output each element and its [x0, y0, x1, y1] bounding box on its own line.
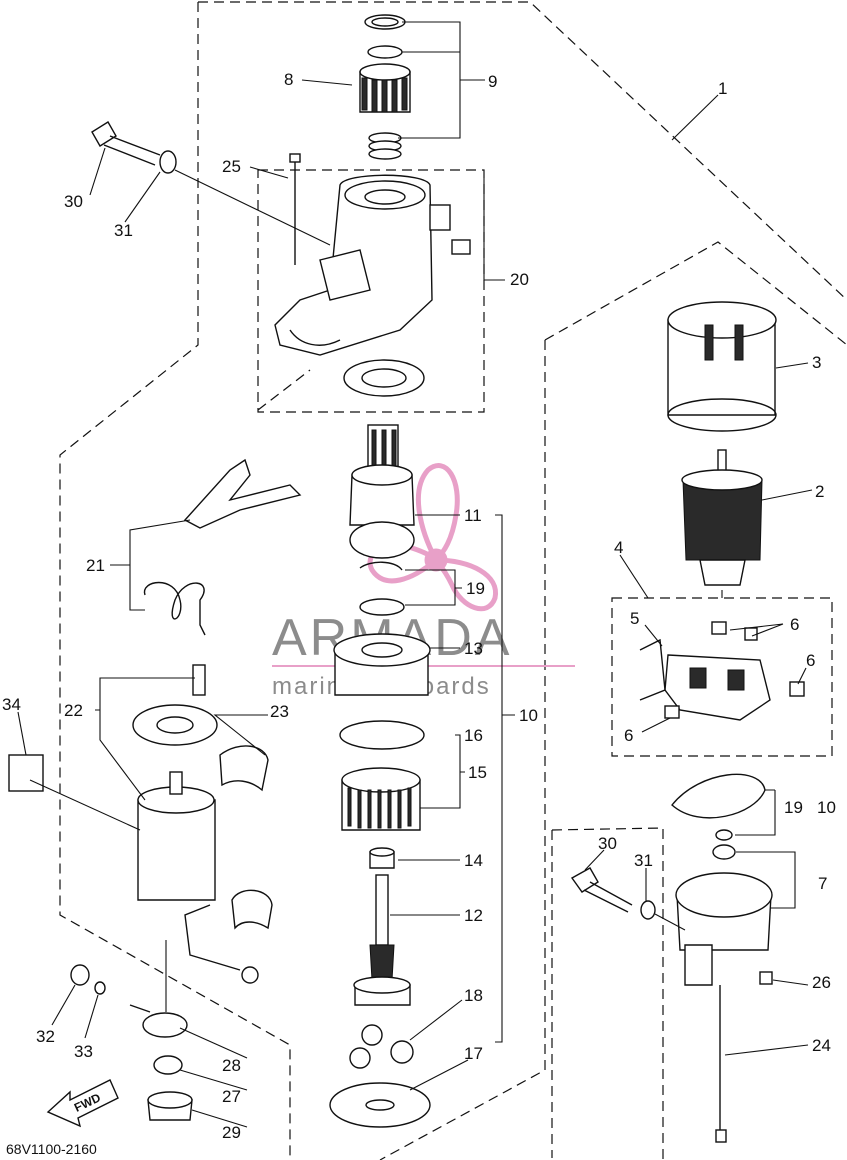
brush-holder-assembly [639, 621, 805, 721]
callout-30b: 30 [598, 834, 617, 853]
callout-numbers: 1 2 3 4 5 6 6 6 7 8 9 10 19 10 11 12 13 … [2, 70, 836, 1142]
callout-32: 32 [36, 1027, 55, 1046]
callout-31b: 31 [634, 851, 653, 870]
callout-21: 21 [86, 556, 105, 575]
callout-12: 12 [464, 906, 483, 925]
callout-14: 14 [464, 851, 483, 870]
assembly-boundaries [59, 1, 847, 1160]
callout-31a: 31 [114, 221, 133, 240]
callout-2: 2 [815, 482, 824, 501]
callout-19b: 19 [784, 798, 803, 817]
callout-26: 26 [812, 973, 831, 992]
pinion-group [359, 14, 411, 160]
callout-28: 28 [222, 1056, 241, 1075]
callout-10a: 10 [519, 706, 538, 725]
callout-6b: 6 [806, 651, 815, 670]
callout-17: 17 [464, 1044, 483, 1063]
lower-left-small-parts [70, 940, 193, 1121]
callout-33: 33 [74, 1042, 93, 1061]
callout-27: 27 [222, 1087, 241, 1106]
rear-cover-group [570, 773, 773, 1143]
callout-18: 18 [464, 986, 483, 1005]
callout-23: 23 [270, 702, 289, 721]
callout-30a: 30 [64, 192, 83, 211]
callout-34: 34 [2, 695, 21, 714]
bolt-30-upper [91, 121, 331, 246]
fwd-arrow: FWD [46, 1079, 119, 1128]
callout-8: 8 [284, 70, 293, 89]
callout-13: 13 [464, 639, 483, 658]
callout-22: 22 [64, 701, 83, 720]
callout-1: 1 [718, 79, 727, 98]
callout-24: 24 [812, 1036, 831, 1055]
callout-10b: 10 [817, 798, 836, 817]
drive-assembly [329, 424, 431, 1128]
callout-6c: 6 [624, 726, 633, 745]
yoke-and-armature [667, 301, 777, 586]
callout-25: 25 [222, 157, 241, 176]
front-cover-housing [274, 153, 471, 397]
callout-6a: 6 [790, 615, 799, 634]
diagram-code: 68V1100-2160 [6, 1141, 97, 1157]
callout-5: 5 [630, 609, 639, 628]
callout-3: 3 [812, 353, 821, 372]
lever-and-motor-group [8, 458, 302, 984]
callout-11: 11 [464, 506, 482, 525]
callout-9: 9 [488, 72, 497, 91]
callout-20: 20 [510, 270, 529, 289]
callout-4: 4 [614, 538, 623, 557]
callout-16: 16 [464, 726, 483, 745]
callout-29: 29 [222, 1123, 241, 1142]
callout-15: 15 [468, 763, 487, 782]
callout-19a: 19 [466, 579, 485, 598]
leader-lines [17, 21, 813, 1128]
callout-7: 7 [818, 874, 827, 893]
